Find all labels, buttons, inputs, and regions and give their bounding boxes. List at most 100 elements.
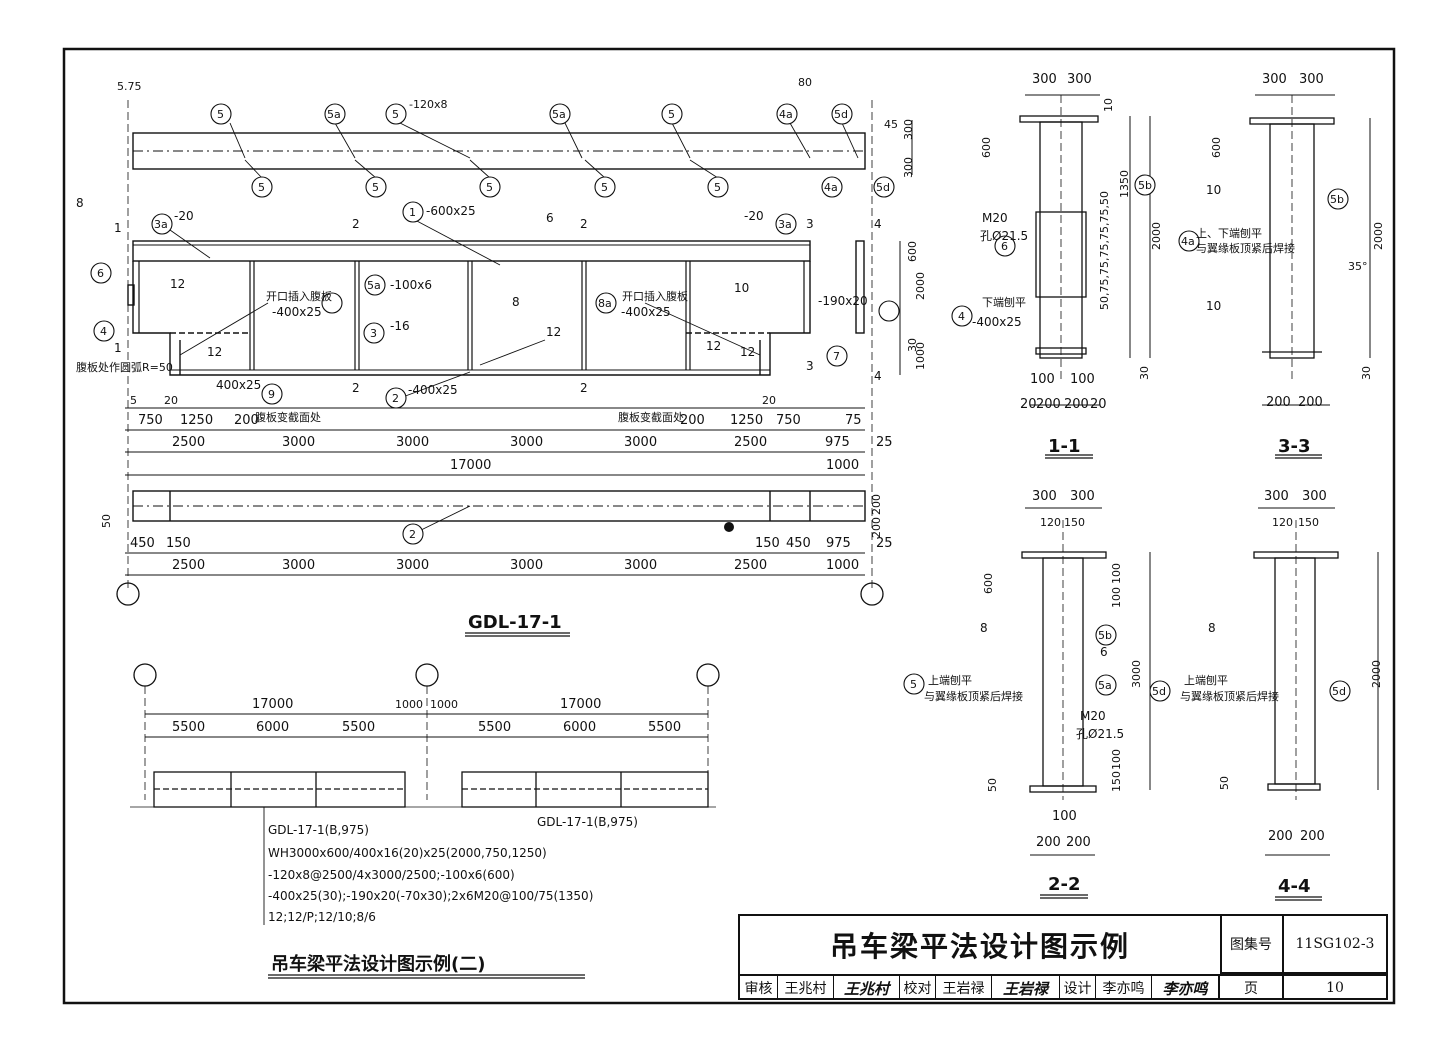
dim-text: 10 <box>1102 98 1115 112</box>
dim-text: 100 <box>1030 372 1055 387</box>
dim-text: 1000 <box>430 698 458 711</box>
note-text: 下端刨平 <box>982 295 1026 309</box>
notation-line: -400x25(30);-190x20(-70x30);2x6M20@100/7… <box>268 889 593 903</box>
tag-text: 5a <box>552 108 566 121</box>
reviewer-name: 王兆村 <box>778 974 834 1000</box>
weld-mark: 12 <box>546 325 561 339</box>
tag-text: 4a <box>1181 235 1195 248</box>
section-mark: 3 <box>806 359 814 373</box>
dim-text: 300 <box>1302 489 1327 504</box>
weld-mark: 12 <box>170 277 185 291</box>
dim-text: 50 <box>1218 776 1231 790</box>
dim-text: 2500 <box>734 558 767 573</box>
dim-text: 100 <box>1110 587 1123 608</box>
section-mark: 2 <box>580 217 588 231</box>
tag-text: 9 <box>268 388 275 401</box>
dim-text: 5500 <box>172 720 205 735</box>
dim-text: 300 <box>1262 72 1287 87</box>
dim-text: 5.75 <box>117 80 142 93</box>
weld-mark: 10 <box>734 281 749 295</box>
dim-text: 2500 <box>172 558 205 573</box>
plate-label: 400x25 <box>216 378 261 392</box>
dim-text: 200 <box>1300 829 1325 844</box>
dim-text: 150 <box>1110 771 1123 792</box>
dim-text: 20 <box>1090 397 1107 412</box>
dim-text: 6000 <box>563 720 596 735</box>
dim-text: 450 <box>786 536 811 551</box>
weld-mark: 10 <box>1206 183 1221 197</box>
dim-text: 3000 <box>396 558 429 573</box>
dim-text: 30 <box>906 338 919 352</box>
section-mark: 4 <box>874 369 882 383</box>
plate-label: -600x25 <box>426 204 476 218</box>
note-text: 腹板变截面处 <box>255 410 321 424</box>
checker-name: 王岩禄 <box>936 974 992 1000</box>
reviewer-signature: 王兆村 <box>834 974 900 1000</box>
dim-text: 150 <box>1064 516 1085 529</box>
dim-text: 600 <box>1210 137 1223 158</box>
dim-text: 600 <box>982 573 995 594</box>
dim-text: 5 <box>130 394 137 407</box>
tag-text: 5b <box>1098 629 1112 642</box>
plate-label: -16 <box>390 319 410 333</box>
note-text: 腹板变截面处 <box>618 410 684 424</box>
section-graphics <box>268 94 1379 979</box>
dim-text: 30 <box>1138 366 1151 380</box>
checker-signature: 王岩禄 <box>992 974 1060 1000</box>
dim-text: 1000 <box>826 458 859 473</box>
dim-text: 20 <box>762 394 776 407</box>
dim-text: 2000 <box>914 272 927 300</box>
dim-text: 300 <box>1299 72 1324 87</box>
tag-text: 5a <box>367 279 381 292</box>
beam-elevation <box>116 100 913 606</box>
notation-line: -120x8@2500/4x3000/2500;-100x6(600) <box>268 868 515 882</box>
tag-text: 5 <box>372 181 379 194</box>
tag-text: 5d <box>876 181 890 194</box>
tag-text: 4a <box>779 108 793 121</box>
note-text: 开口插入腹板 <box>622 289 688 303</box>
dim-text: 750 <box>138 413 163 428</box>
section-caption: 1-1 <box>1048 436 1081 457</box>
tag-text: 5 <box>601 181 608 194</box>
tag-text: 5 <box>217 108 224 121</box>
dim-text: 200 <box>870 517 883 538</box>
notation-line: WH3000x600/400x16(20)x25(2000,750,1250) <box>268 846 547 860</box>
tag-text: 2 <box>409 528 416 541</box>
weld-mark: 10 <box>1206 299 1221 313</box>
weld-mark: 12 <box>207 345 222 359</box>
section-caption: 3-3 <box>1278 436 1311 457</box>
dim-text: 2000 <box>1150 222 1163 250</box>
note-text: 上、下端刨平 <box>1196 226 1262 240</box>
elevation-caption: GDL-17-1 <box>468 612 562 633</box>
dim-text: 300 <box>1067 72 1092 87</box>
bolt-label: M20 <box>982 211 1008 225</box>
hole-label: 孔Ø21.5 <box>980 229 1028 243</box>
tag-text: 3 <box>370 327 377 340</box>
dim-text: 3000 <box>510 558 543 573</box>
top-flange <box>132 240 811 262</box>
tag-text: 4 <box>958 310 965 323</box>
dim-text: 975 <box>826 536 851 551</box>
dim-text: 200 <box>1268 829 1293 844</box>
section-mark: 2 <box>352 381 360 395</box>
weld-mark: 8 <box>980 621 988 635</box>
dim-text: 3000 <box>624 558 657 573</box>
dim-text: 100 <box>1110 749 1123 770</box>
dim-text: 200 <box>1266 395 1291 410</box>
dim-text: 200 <box>1298 395 1323 410</box>
weld-mark: 12 <box>706 339 721 353</box>
atlas-label: 图集号 <box>1220 916 1284 974</box>
dim-text: 750 <box>776 413 801 428</box>
dim-text: 2000 <box>1370 660 1383 688</box>
dim-text: 200 <box>870 494 883 515</box>
dim-text: 45 <box>884 118 898 131</box>
designer-name: 李亦鸣 <box>1096 974 1152 1000</box>
drawing-title: 吊车梁平法设计图示例 <box>740 916 1222 974</box>
dim-text: 100 <box>1110 563 1123 584</box>
tag-text: 7 <box>833 350 840 363</box>
plate-label: -120x8 <box>409 98 447 111</box>
dim-text: 3000 <box>510 435 543 450</box>
notation-line: GDL-17-1(B,975) <box>268 823 369 837</box>
section-mark: 3 <box>806 217 814 231</box>
weld-mark: 8 <box>512 295 520 309</box>
